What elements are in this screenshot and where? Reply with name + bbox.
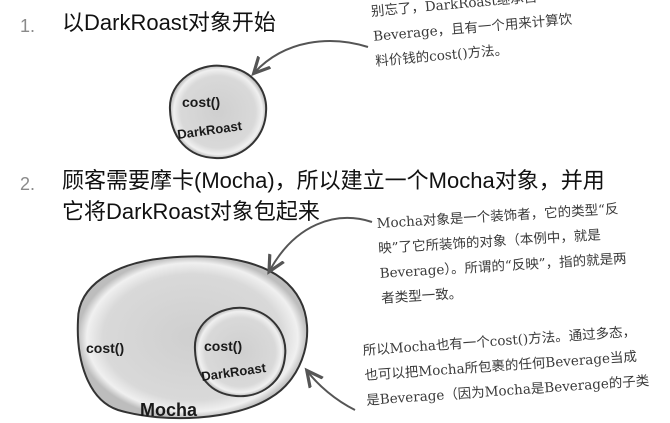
darkroast-object-inner: cost() DarkRoast	[193, 306, 287, 398]
step-2-number: 2.	[20, 174, 36, 194]
step-2-text-line2: 它将DarkRoast对象包起来	[62, 199, 320, 224]
mocha-name: Mocha	[140, 400, 198, 420]
darkroast-object-top: cost() DarkRoast	[168, 64, 268, 160]
step-1-text: 以DarkRoast对象开始	[62, 10, 276, 35]
arrow-note2-to-mocha	[270, 217, 373, 270]
arrow-note1-to-darkroast	[255, 40, 369, 72]
darkroast-top-method: cost()	[182, 94, 220, 110]
mocha-method: cost()	[86, 340, 124, 356]
step-2-text-line1: 顾客需要摩卡(Mocha)，所以建立一个Mocha对象，并用	[62, 168, 605, 193]
darkroast-inner-shape	[193, 306, 287, 398]
darkroast-object-shape	[168, 64, 268, 160]
darkroast-inner-method: cost()	[204, 338, 242, 354]
step-1-number: 1.	[20, 16, 36, 36]
arrow-note3-to-mocha	[308, 372, 356, 411]
